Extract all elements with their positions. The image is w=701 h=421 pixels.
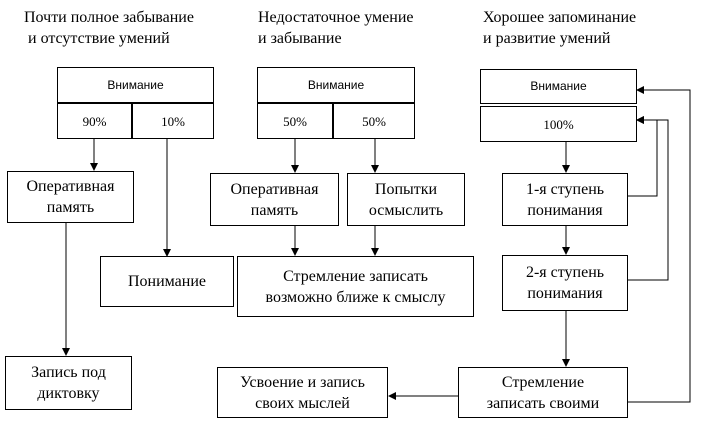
dictation-box: Запись под диктовку [5,356,132,410]
working-memory-box-middle: Оперативная память [210,173,339,226]
percent-10-box: 10% [132,103,214,139]
write-close-to-meaning-box: Стремление записать возможно ближе к смы… [237,256,474,317]
assimilation-box: Усвоение и запись своих мыслей [217,367,388,418]
feedback-stage2-to-100 [628,116,669,281]
header-middle: Недостаточное умение и забывание [258,9,414,47]
understanding-stage2-box: 2-я ступень понимания [502,255,628,311]
write-own-words-box: Стремление записать своими [458,367,628,418]
percent-50b-box: 50% [333,103,415,139]
attention-box-middle: Внимание [257,67,415,103]
header-left: Почти полное забывание и отсутствие умен… [24,9,194,47]
working-memory-box-left: Оперативная память [7,171,134,223]
header-right: Хорошее запоминание и развитие умений [483,9,637,47]
percent-100-box: 100% [480,106,637,142]
attention-box-right: Внимание [480,69,637,104]
comprehend-attempts-box: Попытки осмыслить [347,173,465,226]
attention-box-left: Внимание [57,67,214,103]
feedback-write-own-to-attention [628,86,691,403]
understanding-box: Понимание [100,256,234,307]
percent-90-box: 90% [57,103,132,139]
understanding-stage1-box: 1-я ступень понимания [502,173,628,226]
percent-50a-box: 50% [257,103,333,139]
